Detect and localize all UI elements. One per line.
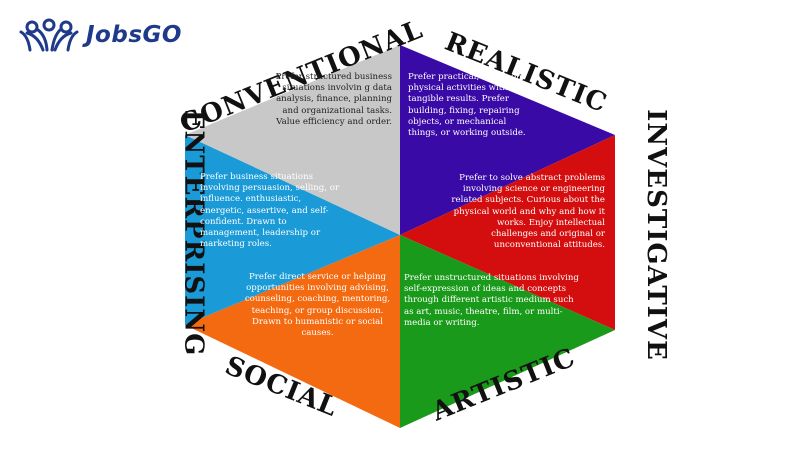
desc-conventional: Prefer structured business situations in… [275, 72, 392, 127]
jobsgo-logo: JobsGO [18, 18, 182, 52]
people-icon [19, 18, 79, 52]
sector-enterprising [185, 135, 400, 325]
desc-investigative: Prefer to solve abstract problems involv… [451, 173, 605, 251]
sector-realistic [400, 45, 615, 235]
desc-realistic: Prefer practical, hands-on, physical act… [408, 72, 526, 139]
desc-artistic: Prefer unstructured situations involving… [404, 273, 579, 328]
sector-artistic [400, 235, 615, 428]
sector-investigative [400, 135, 615, 330]
label-investigative: INVESTIGATIVE [640, 109, 671, 361]
desc-enterprising: Prefer business situations involving per… [200, 172, 340, 250]
sector-social [185, 235, 400, 428]
logo-text: JobsGO [86, 22, 182, 48]
desc-social: Prefer direct service or helping opportu… [244, 272, 391, 339]
sector-conventional [185, 45, 400, 235]
